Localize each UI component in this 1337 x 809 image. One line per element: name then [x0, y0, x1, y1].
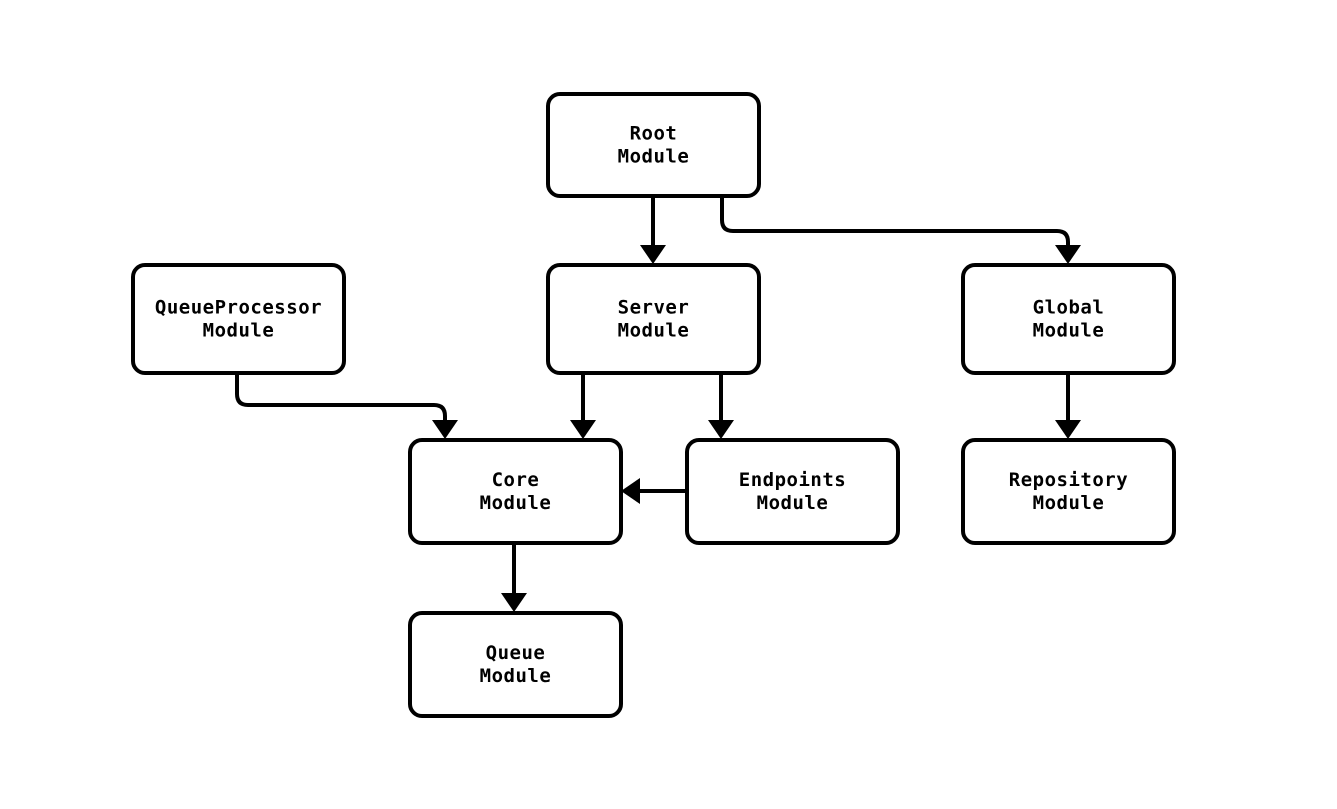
edges-layer — [235, 196, 1081, 612]
node-label-line1: Server — [618, 297, 690, 319]
node-label-line2: Module — [480, 665, 552, 687]
node-label-line1: Queue — [486, 642, 546, 664]
edge-core-to-queue — [501, 543, 527, 612]
node-label-line1: Core — [492, 469, 540, 491]
edge-line — [235, 373, 447, 427]
arrowhead-icon — [708, 420, 734, 439]
edge-server-to-endpoints — [708, 373, 734, 439]
node-box[interactable] — [961, 263, 1176, 375]
node-label-line1: Repository — [1009, 469, 1128, 491]
node-label-line2: Module — [203, 320, 275, 342]
node-box[interactable] — [546, 92, 761, 198]
arrowhead-icon — [1055, 245, 1081, 264]
node-label-line1: QueueProcessor — [155, 297, 322, 319]
edge-global-to-repository — [1055, 373, 1081, 439]
node-label-line2: Module — [1033, 492, 1105, 514]
edge-queueprocessor-to-core — [235, 373, 458, 439]
edge-line — [720, 196, 1070, 252]
arrowhead-icon — [621, 478, 640, 504]
node-box[interactable] — [685, 438, 900, 545]
edge-root-to-server — [640, 196, 666, 264]
nodes-layer: RootModuleQueueProcessorModuleServerModu… — [131, 92, 1176, 718]
node-label-line2: Module — [618, 320, 690, 342]
node-box[interactable] — [961, 438, 1176, 545]
arrowhead-icon — [432, 420, 458, 439]
edge-root-to-global — [720, 196, 1081, 264]
arrowhead-icon — [1055, 420, 1081, 439]
arrowhead-icon — [570, 420, 596, 439]
node-label-line1: Global — [1033, 297, 1105, 319]
node-label-line2: Module — [757, 492, 829, 514]
edge-server-to-core — [570, 373, 596, 439]
node-label-line1: Endpoints — [739, 469, 846, 491]
arrowhead-icon — [640, 245, 666, 264]
node-label-line1: Root — [630, 123, 678, 145]
node-box[interactable] — [131, 263, 346, 375]
node-label-line2: Module — [480, 492, 552, 514]
node-box[interactable] — [408, 611, 623, 718]
node-label-line2: Module — [618, 146, 690, 168]
edge-endpoints-to-core — [621, 478, 687, 504]
node-label-line2: Module — [1033, 320, 1105, 342]
node-box[interactable] — [408, 438, 623, 545]
arrowhead-icon — [501, 593, 527, 612]
node-box[interactable] — [546, 263, 761, 375]
